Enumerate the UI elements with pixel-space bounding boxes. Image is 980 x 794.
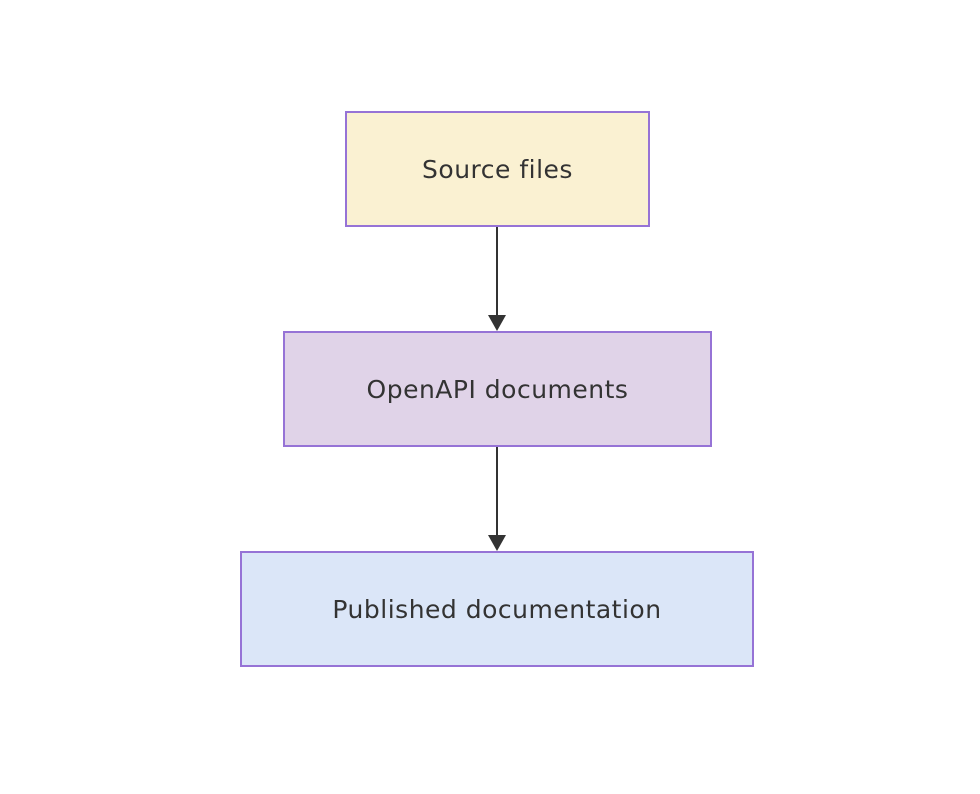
arrow-down-icon: [488, 535, 506, 551]
node-source-files-label: Source files: [422, 154, 573, 184]
node-openapi-documents-label: OpenAPI documents: [366, 374, 629, 404]
arrow-down-icon: [488, 315, 506, 331]
node-source-files: Source files: [345, 111, 650, 227]
node-openapi-documents: OpenAPI documents: [283, 331, 712, 447]
edge-openapi-to-published-line: [496, 447, 498, 537]
edge-source-to-openapi-line: [496, 227, 498, 317]
node-published-documentation-label: Published documentation: [332, 594, 662, 624]
node-published-documentation: Published documentation: [240, 551, 754, 667]
